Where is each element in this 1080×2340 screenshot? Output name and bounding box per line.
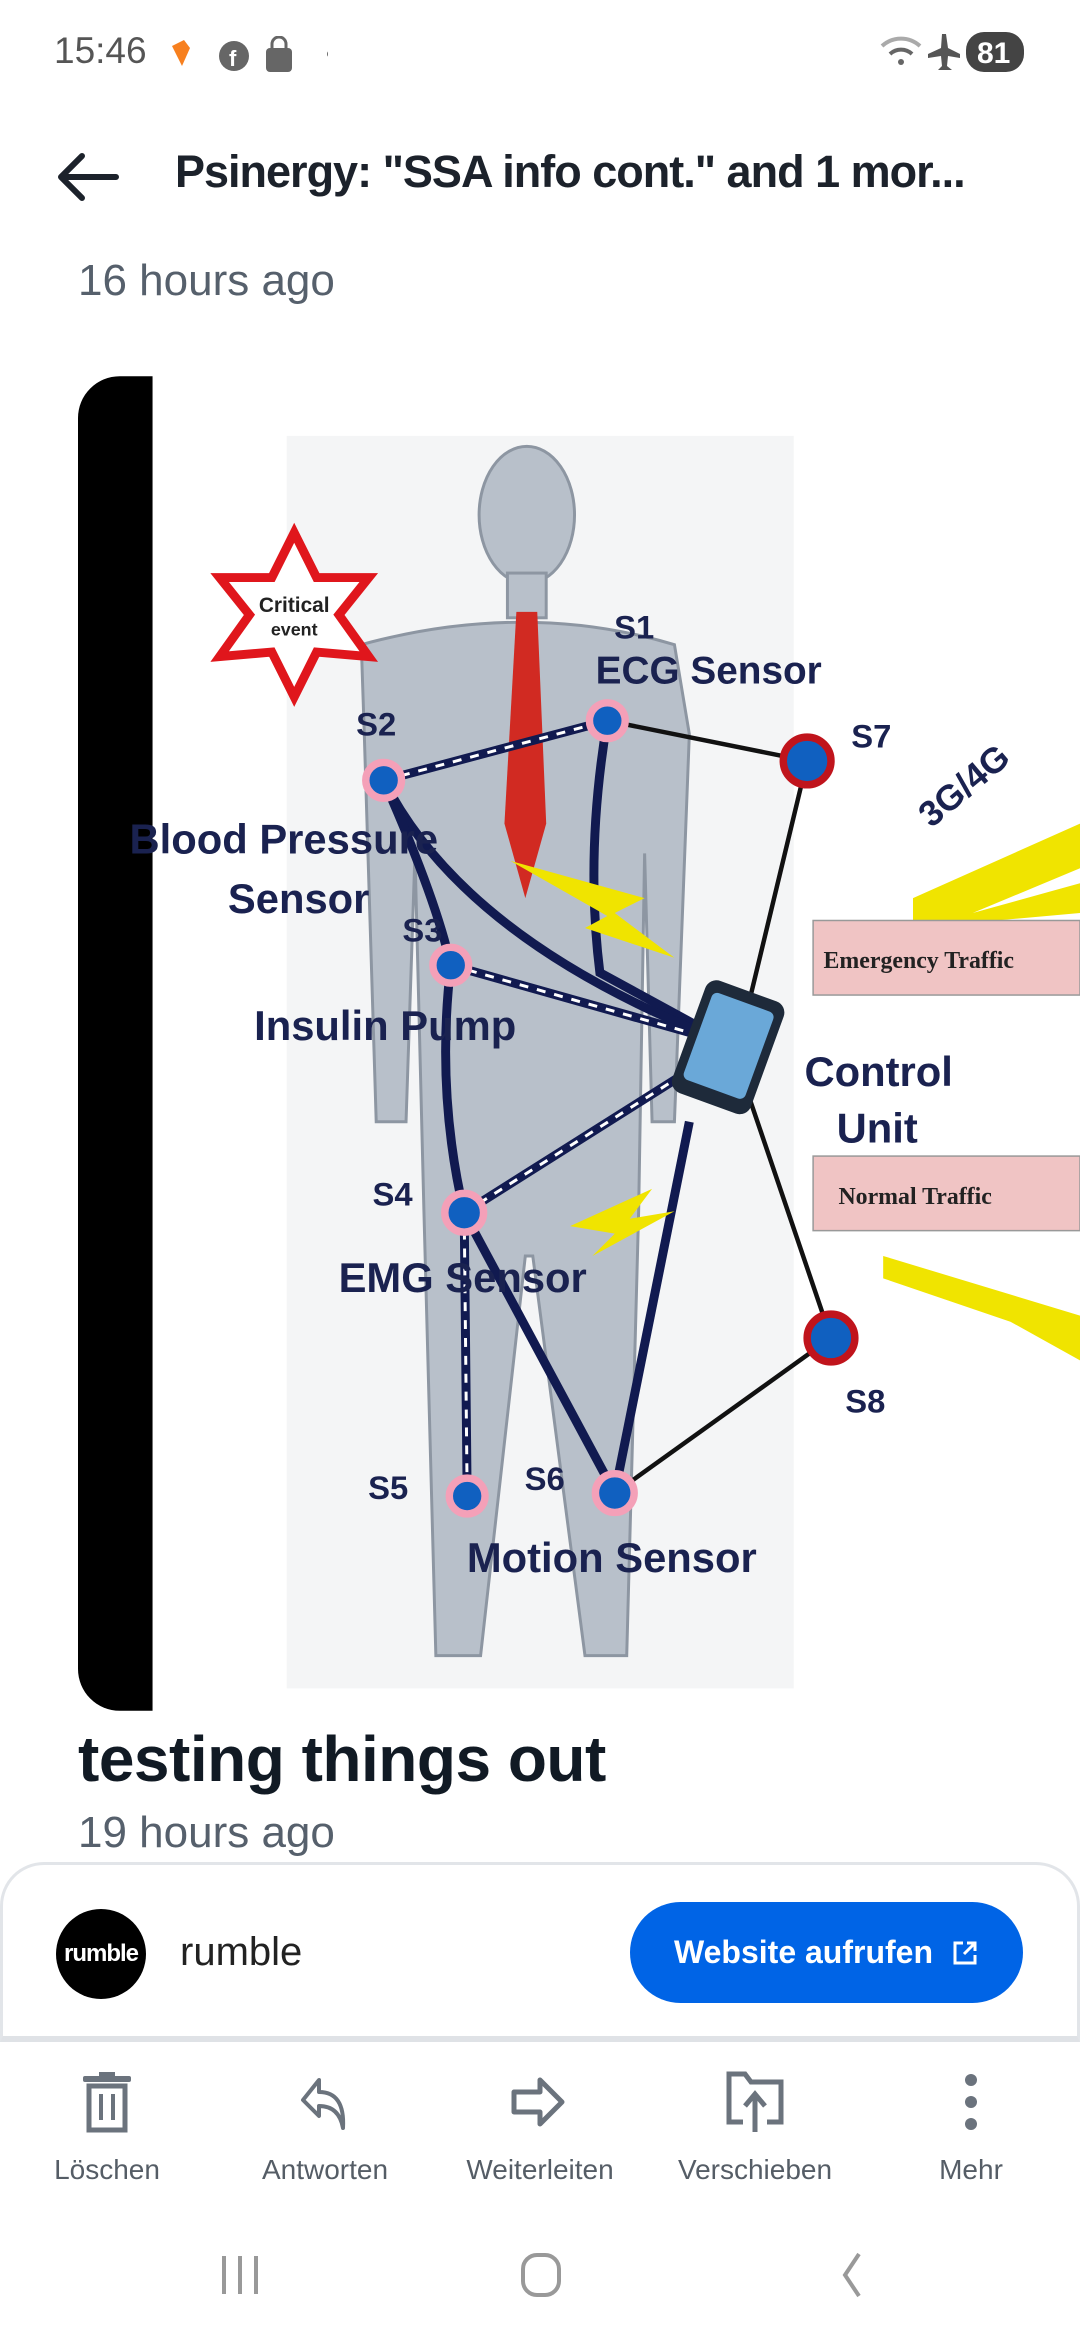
back-arrow-icon[interactable]	[56, 152, 120, 202]
svg-text:81: 81	[977, 37, 1010, 70]
reply-label: Antworten	[261, 2154, 389, 2185]
image-black-bar	[78, 376, 153, 1711]
svg-text:Insulin Pump: Insulin Pump	[254, 1002, 516, 1049]
svg-text:Blood Pressure: Blood Pressure	[129, 815, 438, 862]
more-label: Mehr	[939, 2154, 1003, 2185]
move-button[interactable]: Verschieben	[655, 2070, 855, 2210]
move-folder-icon	[726, 2071, 784, 2132]
airplane-icon	[928, 34, 960, 70]
svg-text:Normal Traffic: Normal Traffic	[838, 1184, 991, 1210]
delete-label: Löschen	[54, 2154, 160, 2185]
svg-text:Critical: Critical	[259, 594, 330, 617]
forward-button[interactable]: Weiterleiten	[440, 2070, 640, 2210]
move-label: Verschieben	[677, 2154, 833, 2185]
svg-text:ECG Sensor: ECG Sensor	[596, 649, 822, 692]
svg-text:f: f	[229, 46, 237, 71]
forward-label: Weiterleiten	[466, 2154, 614, 2185]
back-nav-icon[interactable]	[825, 2250, 875, 2300]
forward-icon	[511, 2077, 565, 2127]
svg-text:S1: S1	[614, 609, 654, 646]
battery-icon	[966, 32, 1024, 72]
svg-text:Emergency Traffic: Emergency Traffic	[824, 948, 1014, 974]
post-title: testing things out	[78, 1723, 606, 1795]
reply-icon	[301, 2078, 346, 2130]
status-bar: 15:46 f 81	[0, 0, 1080, 100]
clock: 15:46	[54, 30, 147, 71]
svg-text:Unit: Unit	[837, 1105, 918, 1152]
visit-website-button[interactable]: Website aufrufen	[630, 1902, 1023, 2003]
shopping-bag-icon	[266, 36, 292, 72]
svg-text:event: event	[271, 620, 318, 640]
recent-apps-icon[interactable]	[215, 2250, 265, 2300]
dot-icon	[327, 51, 328, 57]
svg-text:S7: S7	[851, 718, 891, 755]
wifi-icon	[880, 36, 922, 48]
more-button[interactable]: Mehr	[871, 2070, 1071, 2210]
system-icons: 81	[880, 32, 1024, 72]
post-time: 19 hours ago	[78, 1808, 335, 1857]
thread-title: Psinergy: "SSA info cont." and 1 mor...	[175, 146, 966, 197]
svg-text:S5: S5	[368, 1469, 408, 1506]
reply-button[interactable]: Antworten	[225, 2070, 425, 2210]
home-icon[interactable]	[515, 2250, 565, 2300]
notification-icons: f	[172, 36, 328, 72]
svg-text:S8: S8	[845, 1383, 885, 1420]
app-header: Psinergy: "SSA info cont." and 1 mor...	[0, 100, 1080, 250]
visit-website-label: Website aufrufen	[674, 1934, 933, 1970]
tinder-icon	[172, 40, 190, 66]
svg-text:EMG Sensor: EMG Sensor	[339, 1254, 587, 1301]
critical-event-star	[210, 522, 379, 707]
sender-logo: rumble	[56, 1909, 146, 1999]
external-link-icon	[953, 1941, 977, 1964]
svg-text:S3: S3	[402, 911, 442, 948]
human-figure	[359, 444, 691, 1658]
svg-text:Motion Sensor: Motion Sensor	[467, 1534, 757, 1581]
sensor-nodes	[362, 699, 638, 1518]
delete-button[interactable]: Löschen	[7, 2070, 207, 2210]
sender-name: rumble	[180, 1930, 303, 1974]
svg-text:Control: Control	[804, 1048, 952, 1095]
trash-icon	[83, 2072, 131, 2133]
post-image[interactable]: Critical event S1 ECG Sensor S2 Blood Pr…	[78, 376, 1080, 1711]
tie	[504, 611, 547, 899]
previous-post-time: 16 hours ago	[78, 256, 335, 305]
svg-text:S4: S4	[373, 1175, 414, 1212]
svg-text:S2: S2	[356, 706, 396, 743]
svg-text:S6: S6	[525, 1460, 565, 1497]
lightning-icons	[510, 823, 1080, 1361]
facebook-icon	[219, 41, 249, 71]
more-vertical-icon	[965, 2074, 977, 2130]
svg-text:Sensor: Sensor	[228, 875, 370, 922]
